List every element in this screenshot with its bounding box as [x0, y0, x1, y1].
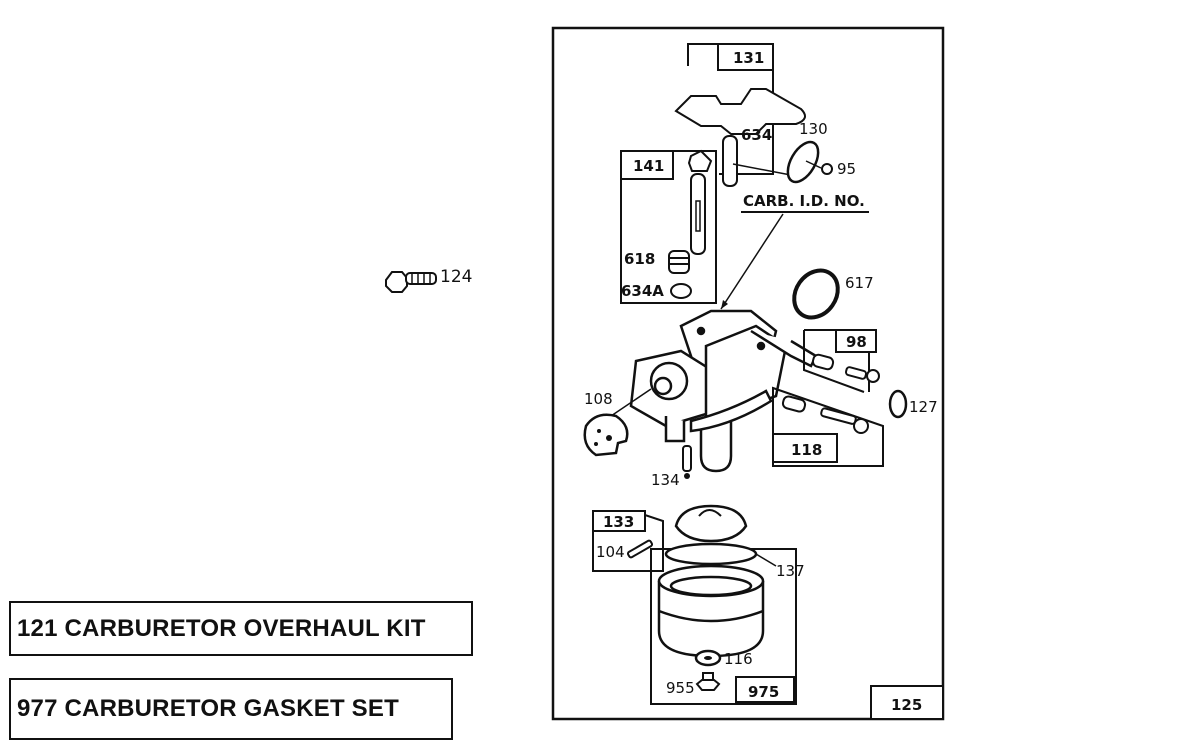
- callout-955: 955: [666, 679, 695, 697]
- carb-id-label: CARB. I.D. NO.: [743, 192, 865, 210]
- overhaul-kit-label: 121 CARBURETOR OVERHAUL KIT: [17, 614, 426, 642]
- spring-98-icon: [811, 353, 835, 371]
- nut-955-icon: [695, 672, 721, 691]
- pin-104-icon: [626, 539, 654, 559]
- screw-98-icon: [844, 366, 868, 380]
- callout-108: 108: [584, 390, 613, 408]
- callout-118: 118: [791, 441, 822, 459]
- callout-116: 116: [724, 650, 753, 668]
- part-98-group[interactable]: 98: [803, 329, 880, 393]
- callout-125: 125: [891, 696, 922, 714]
- callout-137: 137: [776, 562, 805, 580]
- callout-130: 130: [799, 120, 828, 138]
- part-118-group[interactable]: 118: [772, 386, 884, 467]
- callout-104: 104: [596, 543, 625, 561]
- carburetor-diagram: 125 131 634 130 95 141 618 634A: [551, 26, 945, 721]
- callout-133: 133: [603, 513, 634, 531]
- callout-141: 141: [633, 157, 664, 175]
- part-127-oring[interactable]: 127: [888, 389, 938, 419]
- callout-975: 975: [748, 683, 779, 701]
- part-131-group[interactable]: 131 634: [674, 43, 806, 187]
- part-130-choke-plate[interactable]: 130: [732, 120, 828, 187]
- bolt-shank-icon: [405, 272, 437, 285]
- callout-124: 124: [440, 267, 472, 287]
- float-133-icon: [674, 504, 748, 543]
- part-108-throttle-plate[interactable]: 108: [583, 388, 652, 457]
- part-95-screw[interactable]: 95: [805, 160, 856, 178]
- bolt-head-icon: [385, 271, 408, 293]
- part-125-tag[interactable]: 125: [870, 685, 944, 720]
- part-975-group[interactable]: 975 137 116 955: [650, 542, 805, 705]
- part-133-group[interactable]: 133 104: [592, 504, 748, 572]
- choke-lever-icon: [674, 88, 806, 135]
- seal-634A-icon: [670, 283, 692, 299]
- washer-116-icon: [694, 649, 722, 667]
- part-124-bolt[interactable]: 124: [380, 258, 490, 298]
- callout-618: 618: [624, 250, 655, 268]
- gasket-set-label: 977 CARBURETOR GASKET SET: [17, 695, 399, 722]
- gasket-set-box: 977 CARBURETOR GASKET SET: [9, 678, 453, 740]
- part-134-needle[interactable]: 134: [651, 445, 692, 489]
- spring-118-icon: [781, 395, 807, 413]
- part-617-oring[interactable]: 617: [785, 262, 874, 326]
- carburetor-body[interactable]: [629, 309, 818, 473]
- choke-shaft-icon: [722, 135, 738, 187]
- callout-127: 127: [909, 398, 938, 416]
- callout-98: 98: [846, 333, 867, 351]
- part-141-group[interactable]: 141 618 634A: [620, 149, 717, 304]
- spring-618-icon: [668, 250, 690, 274]
- overhaul-kit-box: 121 CARBURETOR OVERHAUL KIT: [9, 601, 473, 656]
- throttle-lever-icon: [687, 149, 713, 172]
- callout-131: 131: [733, 49, 764, 67]
- float-bowl-icon: [657, 564, 765, 658]
- callout-134: 134: [651, 471, 680, 489]
- carb-id-label-group: CARB. I.D. NO.: [720, 192, 869, 310]
- callout-95: 95: [837, 160, 856, 178]
- callout-617: 617: [845, 274, 874, 292]
- callout-634A: 634A: [621, 282, 664, 300]
- callout-634: 634: [741, 126, 772, 144]
- gasket-137-icon: [664, 542, 758, 566]
- throttle-shaft-icon: [690, 173, 706, 255]
